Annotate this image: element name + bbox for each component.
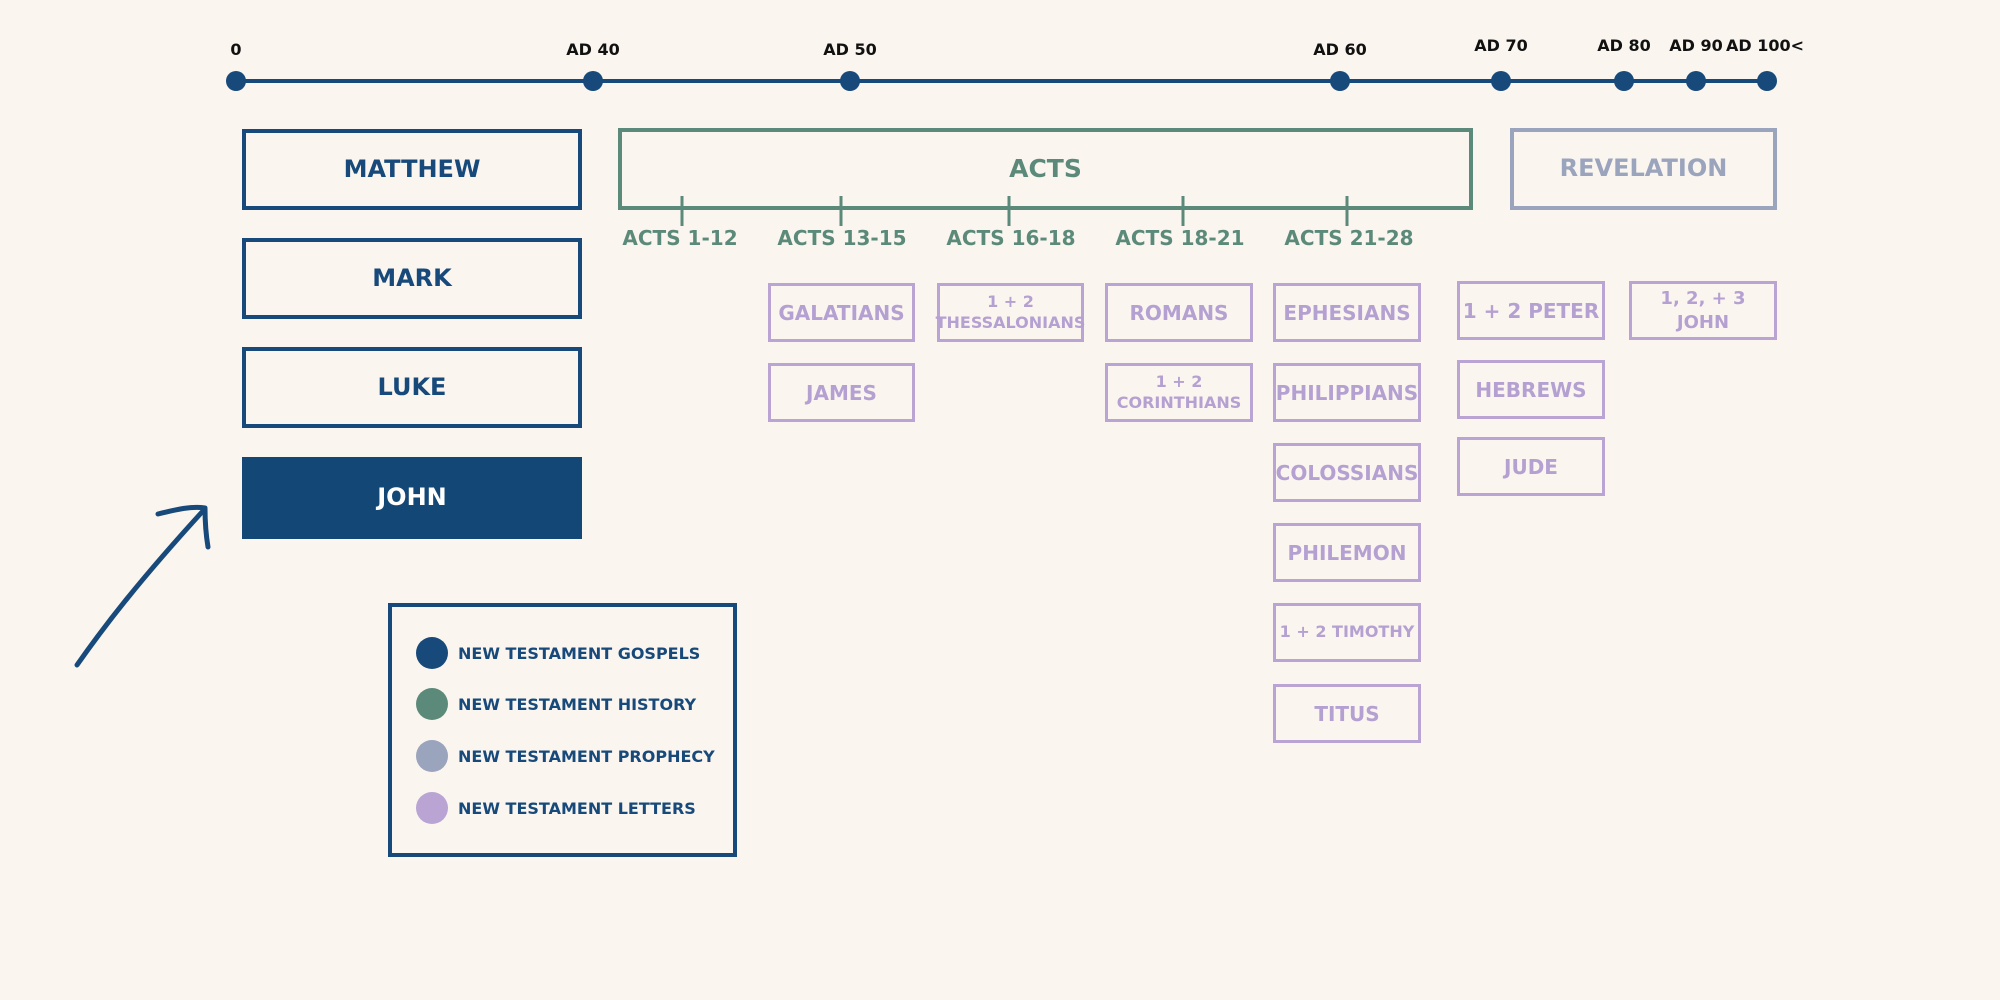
timeline-label-ad60: AD 60	[1313, 40, 1367, 59]
letter-peter-label: 1 + 2 PETER	[1462, 298, 1600, 323]
acts-tick-5	[1345, 196, 1349, 226]
timeline-dot-ad90	[1686, 71, 1706, 91]
letter-jude: JUDE	[1457, 437, 1605, 496]
arrow-icon	[74, 504, 211, 668]
letter-philemon-label: PHILEMON	[1287, 540, 1407, 565]
letter-hebrews-label: HEBREWS	[1475, 377, 1587, 402]
legend-item-history: NEW TESTAMENT HISTORY	[416, 688, 696, 720]
timeline-axis	[236, 79, 1768, 83]
timeline-dot-ad80	[1614, 71, 1634, 91]
history-acts: ACTS	[618, 128, 1473, 210]
acts-section-18-21: ACTS 18-21	[1115, 226, 1245, 250]
acts-tick-4	[1181, 196, 1185, 226]
gospel-matthew: MATTHEW	[242, 129, 582, 210]
gospel-mark-label: MARK	[372, 263, 452, 292]
letter-james: JAMES	[768, 363, 915, 422]
acts-section-1-12: ACTS 1-12	[622, 226, 738, 250]
acts-section-21-28: ACTS 21-28	[1284, 226, 1414, 250]
timeline-label-ad40: AD 40	[566, 40, 620, 59]
legend-label-prophecy: NEW TESTAMENT PROPHECY	[458, 746, 715, 766]
history-acts-label: ACTS	[1009, 153, 1082, 183]
timeline-dot-ad100	[1757, 71, 1777, 91]
letter-romans-label: ROMANS	[1129, 300, 1229, 325]
acts-section-16-18: ACTS 16-18	[946, 226, 1076, 250]
letter-titus-label: TITUS	[1314, 701, 1380, 726]
legend-label-letters: NEW TESTAMENT LETTERS	[458, 798, 696, 818]
letter-philippians: PHILIPPIANS	[1273, 363, 1421, 422]
legend-dot-gospels	[416, 637, 448, 669]
acts-tick-2	[839, 196, 843, 226]
gospel-john: JOHN	[242, 457, 582, 539]
timeline-label-0: 0	[230, 40, 242, 59]
letter-john-letters-label: 1, 2, + 3 JOHN	[1660, 288, 1746, 333]
legend-item-letters: NEW TESTAMENT LETTERS	[416, 792, 696, 824]
timeline-label-ad70: AD 70	[1474, 36, 1528, 55]
letter-timothy: 1 + 2 TIMOTHY	[1273, 603, 1421, 662]
timeline-label-ad80: AD 80	[1597, 36, 1651, 55]
legend-dot-letters	[416, 792, 448, 824]
acts-section-13-15: ACTS 13-15	[777, 226, 907, 250]
letter-titus: TITUS	[1273, 684, 1421, 743]
timeline-dot-0	[226, 71, 246, 91]
letter-jude-label: JUDE	[1504, 454, 1558, 479]
letter-peter: 1 + 2 PETER	[1457, 281, 1605, 340]
prophecy-revelation-label: REVELATION	[1559, 154, 1728, 183]
letter-corinthians: 1 + 2 CORINTHIANS	[1105, 363, 1253, 422]
timeline-dot-ad60	[1330, 71, 1350, 91]
letter-ephesians-label: EPHESIANS	[1283, 300, 1411, 325]
legend-dot-prophecy	[416, 740, 448, 772]
letter-james-label: JAMES	[806, 380, 877, 405]
gospel-matthew-label: MATTHEW	[343, 154, 481, 183]
legend-item-gospels: NEW TESTAMENT GOSPELS	[416, 637, 700, 669]
letter-thessalonians-line1: 1 + 2	[987, 291, 1034, 311]
legend-label-history: NEW TESTAMENT HISTORY	[458, 694, 697, 714]
timeline-label-ad90: AD 90	[1669, 36, 1723, 55]
legend-label-gospels: NEW TESTAMENT GOSPELS	[458, 643, 701, 663]
letter-john-letters: 1, 2, + 3 JOHN	[1629, 281, 1777, 340]
gospel-luke: LUKE	[242, 347, 582, 428]
legend-dot-history	[416, 688, 448, 720]
timeline-dot-ad50	[840, 71, 860, 91]
gospel-mark: MARK	[242, 238, 582, 319]
gospel-john-label: JOHN	[377, 483, 447, 512]
letter-galatians: GALATIANS	[768, 283, 915, 342]
timeline-dot-ad40	[583, 71, 603, 91]
letter-colossians: COLOSSIANS	[1273, 443, 1421, 502]
letter-hebrews: HEBREWS	[1457, 360, 1605, 419]
acts-tick-3	[1007, 196, 1011, 226]
legend-item-prophecy: NEW TESTAMENT PROPHECY	[416, 740, 715, 772]
gospel-luke-label: LUKE	[377, 372, 447, 401]
letter-romans: ROMANS	[1105, 283, 1253, 342]
letter-ephesians: EPHESIANS	[1273, 283, 1421, 342]
acts-tick-1	[680, 196, 684, 226]
letter-thessalonians: 1 + 2 THESSALONIANS	[935, 283, 1086, 342]
letter-corinthians-line2: CORINTHIANS	[1116, 392, 1242, 412]
letter-timothy-label: 1 + 2 TIMOTHY	[1279, 622, 1415, 642]
legend: NEW TESTAMENT GOSPELS NEW TESTAMENT HIST…	[388, 603, 737, 857]
timeline-dot-ad70	[1491, 71, 1511, 91]
letter-philippians-label: PHILIPPIANS	[1275, 380, 1419, 405]
letter-galatians-label: GALATIANS	[778, 300, 905, 325]
timeline-label-ad100: AD 100<	[1725, 36, 1805, 55]
letter-corinthians-line1: 1 + 2	[1155, 371, 1203, 391]
letter-philemon: PHILEMON	[1273, 523, 1421, 582]
letter-colossians-label: COLOSSIANS	[1275, 460, 1419, 485]
prophecy-revelation: REVELATION	[1510, 128, 1777, 210]
letter-thessalonians-line2: THESSALONIANS	[935, 312, 1086, 332]
timeline-label-ad50: AD 50	[823, 40, 877, 59]
